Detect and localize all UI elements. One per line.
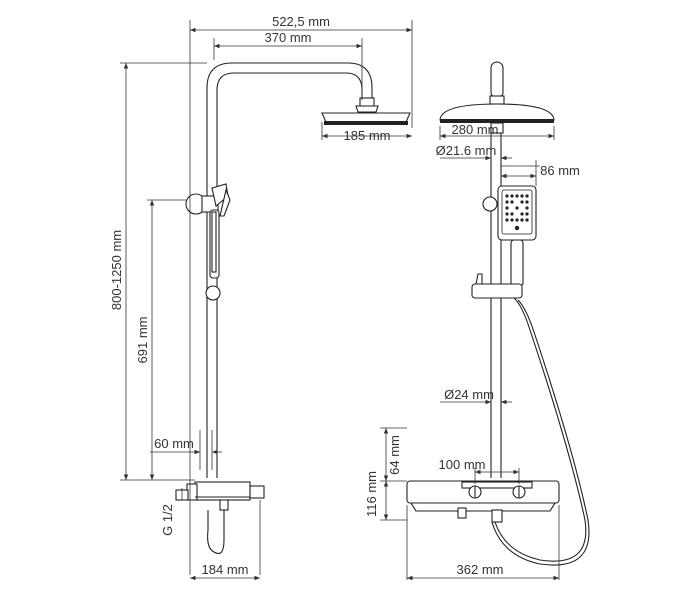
front-shower-head [439,103,555,121]
front-dimension-lines [383,133,559,581]
dim-height-range: 800-1250 mm [109,230,124,310]
dim-mixer-height: 116 mm [364,471,379,517]
dim-shelf-width: 362 mm [457,562,504,577]
side-head-nut [355,105,379,113]
dim-pipe-diameter-bottom: Ø24 mm [444,387,494,402]
side-shower-arm [206,62,373,108]
front-top-stub [489,61,505,105]
front-hose-inner [491,299,590,566]
dim-side-head-width: 185 mm [344,128,391,143]
dim-overall-width: 522,5 mm [272,14,330,29]
front-mixer [406,480,560,523]
dim-valve-spacing: 100 mm [439,457,486,472]
dim-shelf-height: 64 mm [387,435,402,475]
front-riser-pipe [490,133,502,478]
dim-rail-height: 691 mm [135,317,150,364]
dim-front-head-width: 280 mm [452,122,499,137]
dim-arm-length: 370 mm [265,30,312,45]
front-head-bracket [490,122,504,134]
side-hand-shower [185,183,231,301]
side-view: 522,5 mm 370 mm 185 mm 800-1250 mm 691 m… [109,14,413,581]
front-hose-outer [494,297,587,562]
front-hand-shower [471,185,537,299]
side-head-face [324,121,408,125]
dim-connection: G 1/2 [160,504,175,536]
side-dimension-lines [123,27,412,581]
dim-shelf-depth: 184 mm [202,562,249,577]
side-mixer [175,481,265,555]
dim-pipe-diameter-top: Ø21.6 mm [436,143,497,158]
dim-outlet-offset: 60 mm [154,436,194,451]
side-shower-head [321,112,411,123]
front-head-face [440,119,554,123]
side-extension-lines [120,20,413,575]
front-view: 280 mm Ø21.6 mm 86 mm Ø24 mm 100 mm 64 m… [364,61,590,581]
dim-hand-shower-width: 86 mm [540,163,580,178]
